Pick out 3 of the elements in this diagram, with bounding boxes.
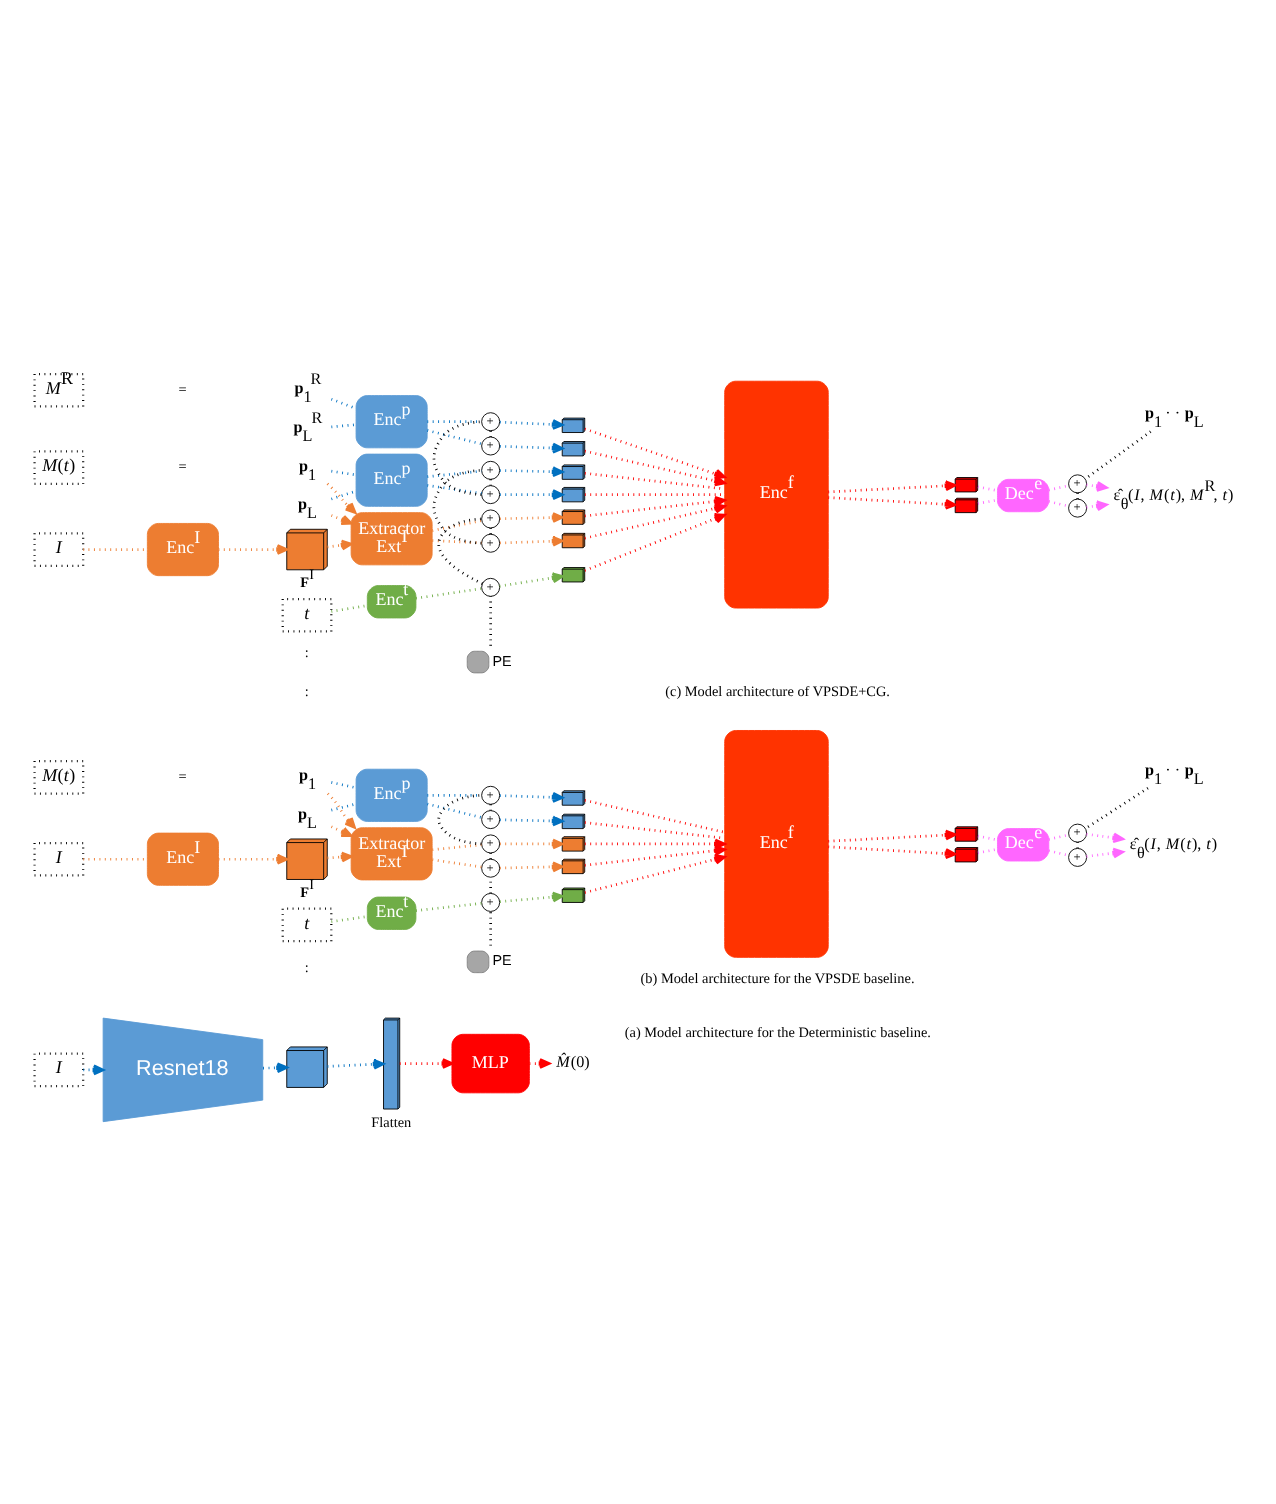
node-text: M̂(0): [556, 1051, 590, 1070]
node-label: PE: [492, 650, 512, 669]
node-label: PE: [492, 950, 512, 969]
